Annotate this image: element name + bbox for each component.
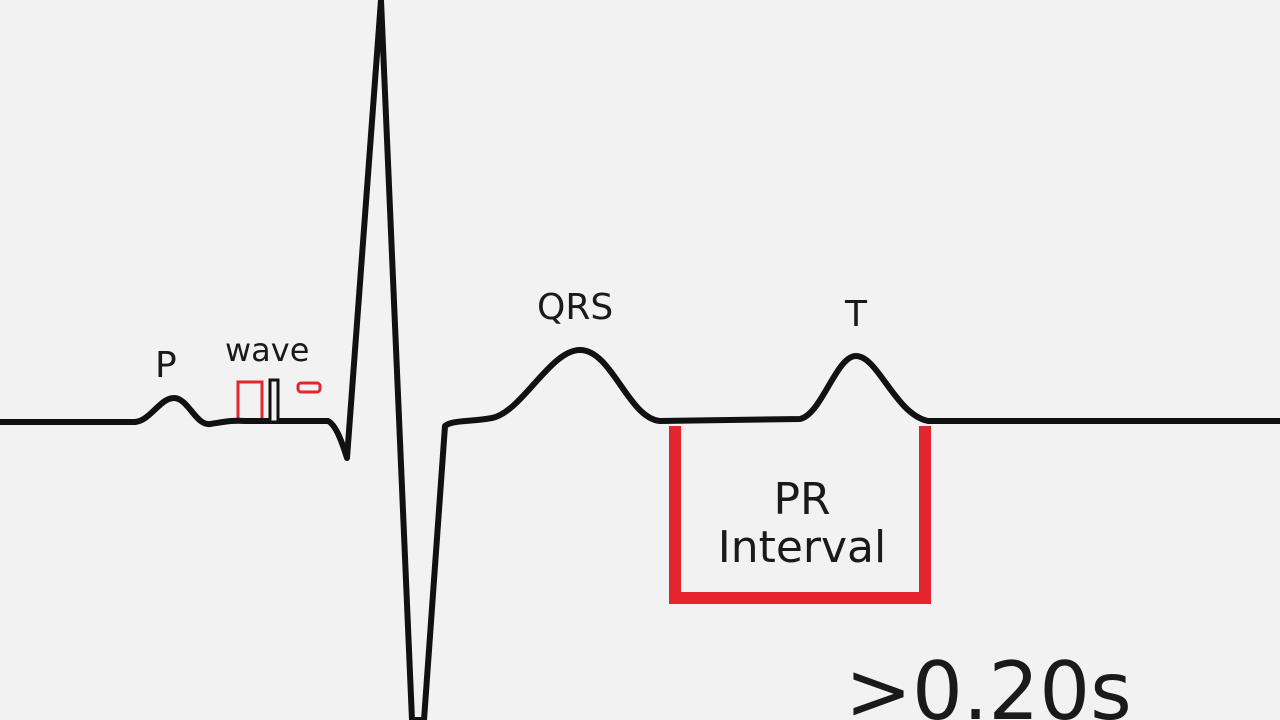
pr-interval-bracket (669, 426, 931, 604)
duration-value: >0.20s (845, 645, 1132, 720)
red-marker-dash (296, 381, 322, 394)
qrs-label: QRS (537, 287, 614, 328)
wave-label: wave (225, 331, 310, 369)
black-marker (268, 378, 280, 424)
t-wave-label: T (845, 294, 867, 335)
pr-interval-line2: Interval (717, 522, 887, 573)
red-marker-box (236, 380, 264, 422)
pr-interval-label: PR Interval (684, 476, 920, 572)
p-wave-label: P (155, 345, 177, 386)
pr-interval-line1: PR (773, 474, 831, 525)
